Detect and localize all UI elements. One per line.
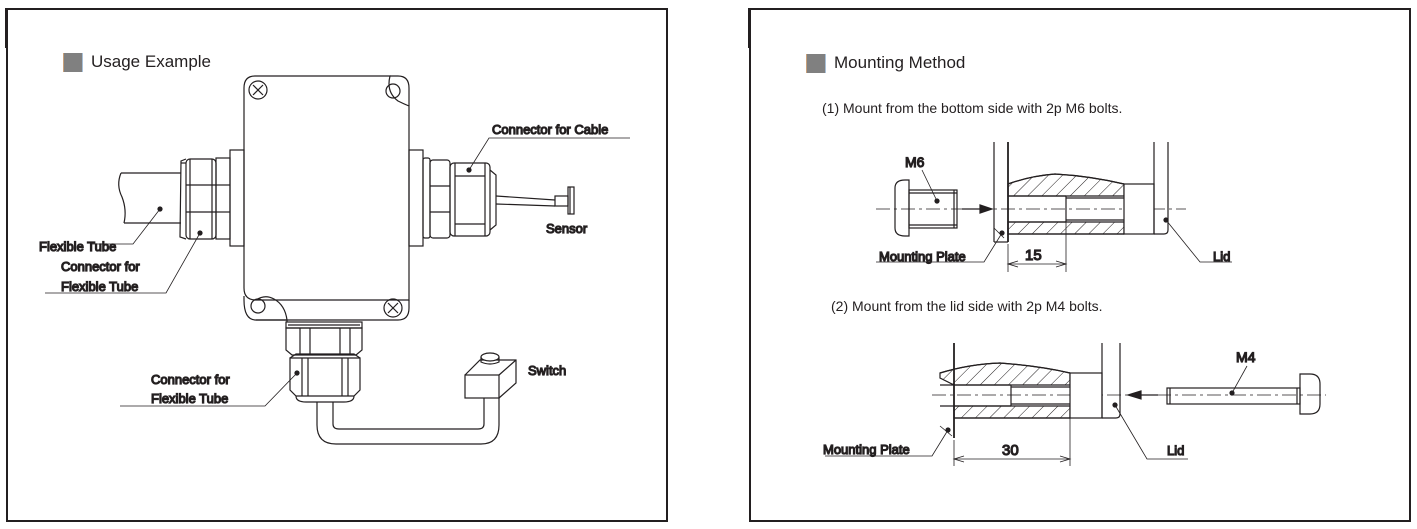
switch-tube — [316, 398, 500, 445]
left-connector — [179, 149, 245, 247]
dimension-30: 30 — [1002, 442, 1019, 459]
m6-label: M6 — [905, 154, 925, 170]
method2-caption: (2) Mount from the lid side with 2p M4 b… — [831, 298, 1103, 314]
label-connector-bottom-2: Flexible Tube — [151, 391, 228, 406]
dimension-15: 15 — [1025, 247, 1042, 264]
right-connector — [408, 149, 497, 247]
method2-plate-label: Mounting Plate — [823, 442, 910, 457]
flexible-tube — [118, 172, 181, 224]
label-sensor: Sensor — [546, 221, 588, 236]
panel-notch — [5, 8, 8, 48]
junction-box — [243, 75, 410, 322]
cable-connector-leader — [468, 137, 630, 171]
panel-notch — [748, 8, 751, 48]
mounting-method-panel — [749, 8, 1411, 522]
usage-example-title: Usage Example — [91, 52, 212, 71]
switch — [464, 352, 517, 399]
label-connector-bottom-1: Connector for — [151, 372, 230, 387]
mounting-method-title: Mounting Method — [834, 53, 966, 72]
flexible-tube-leader — [90, 208, 161, 245]
method2-diagram — [825, 343, 1326, 466]
method1-plate-label: Mounting Plate — [879, 249, 966, 264]
bottom-connector-leader — [120, 372, 298, 407]
usage-example-panel — [6, 8, 668, 522]
usage-example-drawing: Flexible Tube Connector for Flexible Tub… — [38, 75, 630, 445]
sensor-cable — [495, 186, 575, 215]
m6-bolt-head — [894, 179, 910, 237]
label-connector-left-2: Flexible Tube — [61, 279, 138, 294]
method1-caption: (1) Mount from the bottom side with 2p M… — [822, 100, 1123, 116]
connector-leader-left — [45, 232, 201, 294]
label-flexible-tube: Flexible Tube — [39, 239, 116, 254]
method1-diagram — [876, 142, 1232, 272]
label-switch: Switch — [528, 363, 566, 378]
m6-bolt-shank — [908, 189, 958, 229]
usage-example-heading: Usage Example — [63, 52, 211, 72]
mounting-method-heading: Mounting Method — [806, 53, 965, 73]
method1-lid-label: Lid — [1213, 249, 1230, 264]
label-connector-for-cable: Connector for Cable — [492, 122, 608, 137]
bottom-connector — [285, 321, 363, 403]
label-connector-left-1: Connector for — [61, 259, 140, 274]
section-square-icon — [806, 53, 826, 73]
mounting-method-drawing: M6 15 Mounting Plate Lid — [822, 142, 1326, 466]
m4-label: M4 — [1236, 349, 1256, 365]
section-square-icon — [63, 52, 83, 72]
method2-lid-label: Lid — [1167, 443, 1184, 458]
